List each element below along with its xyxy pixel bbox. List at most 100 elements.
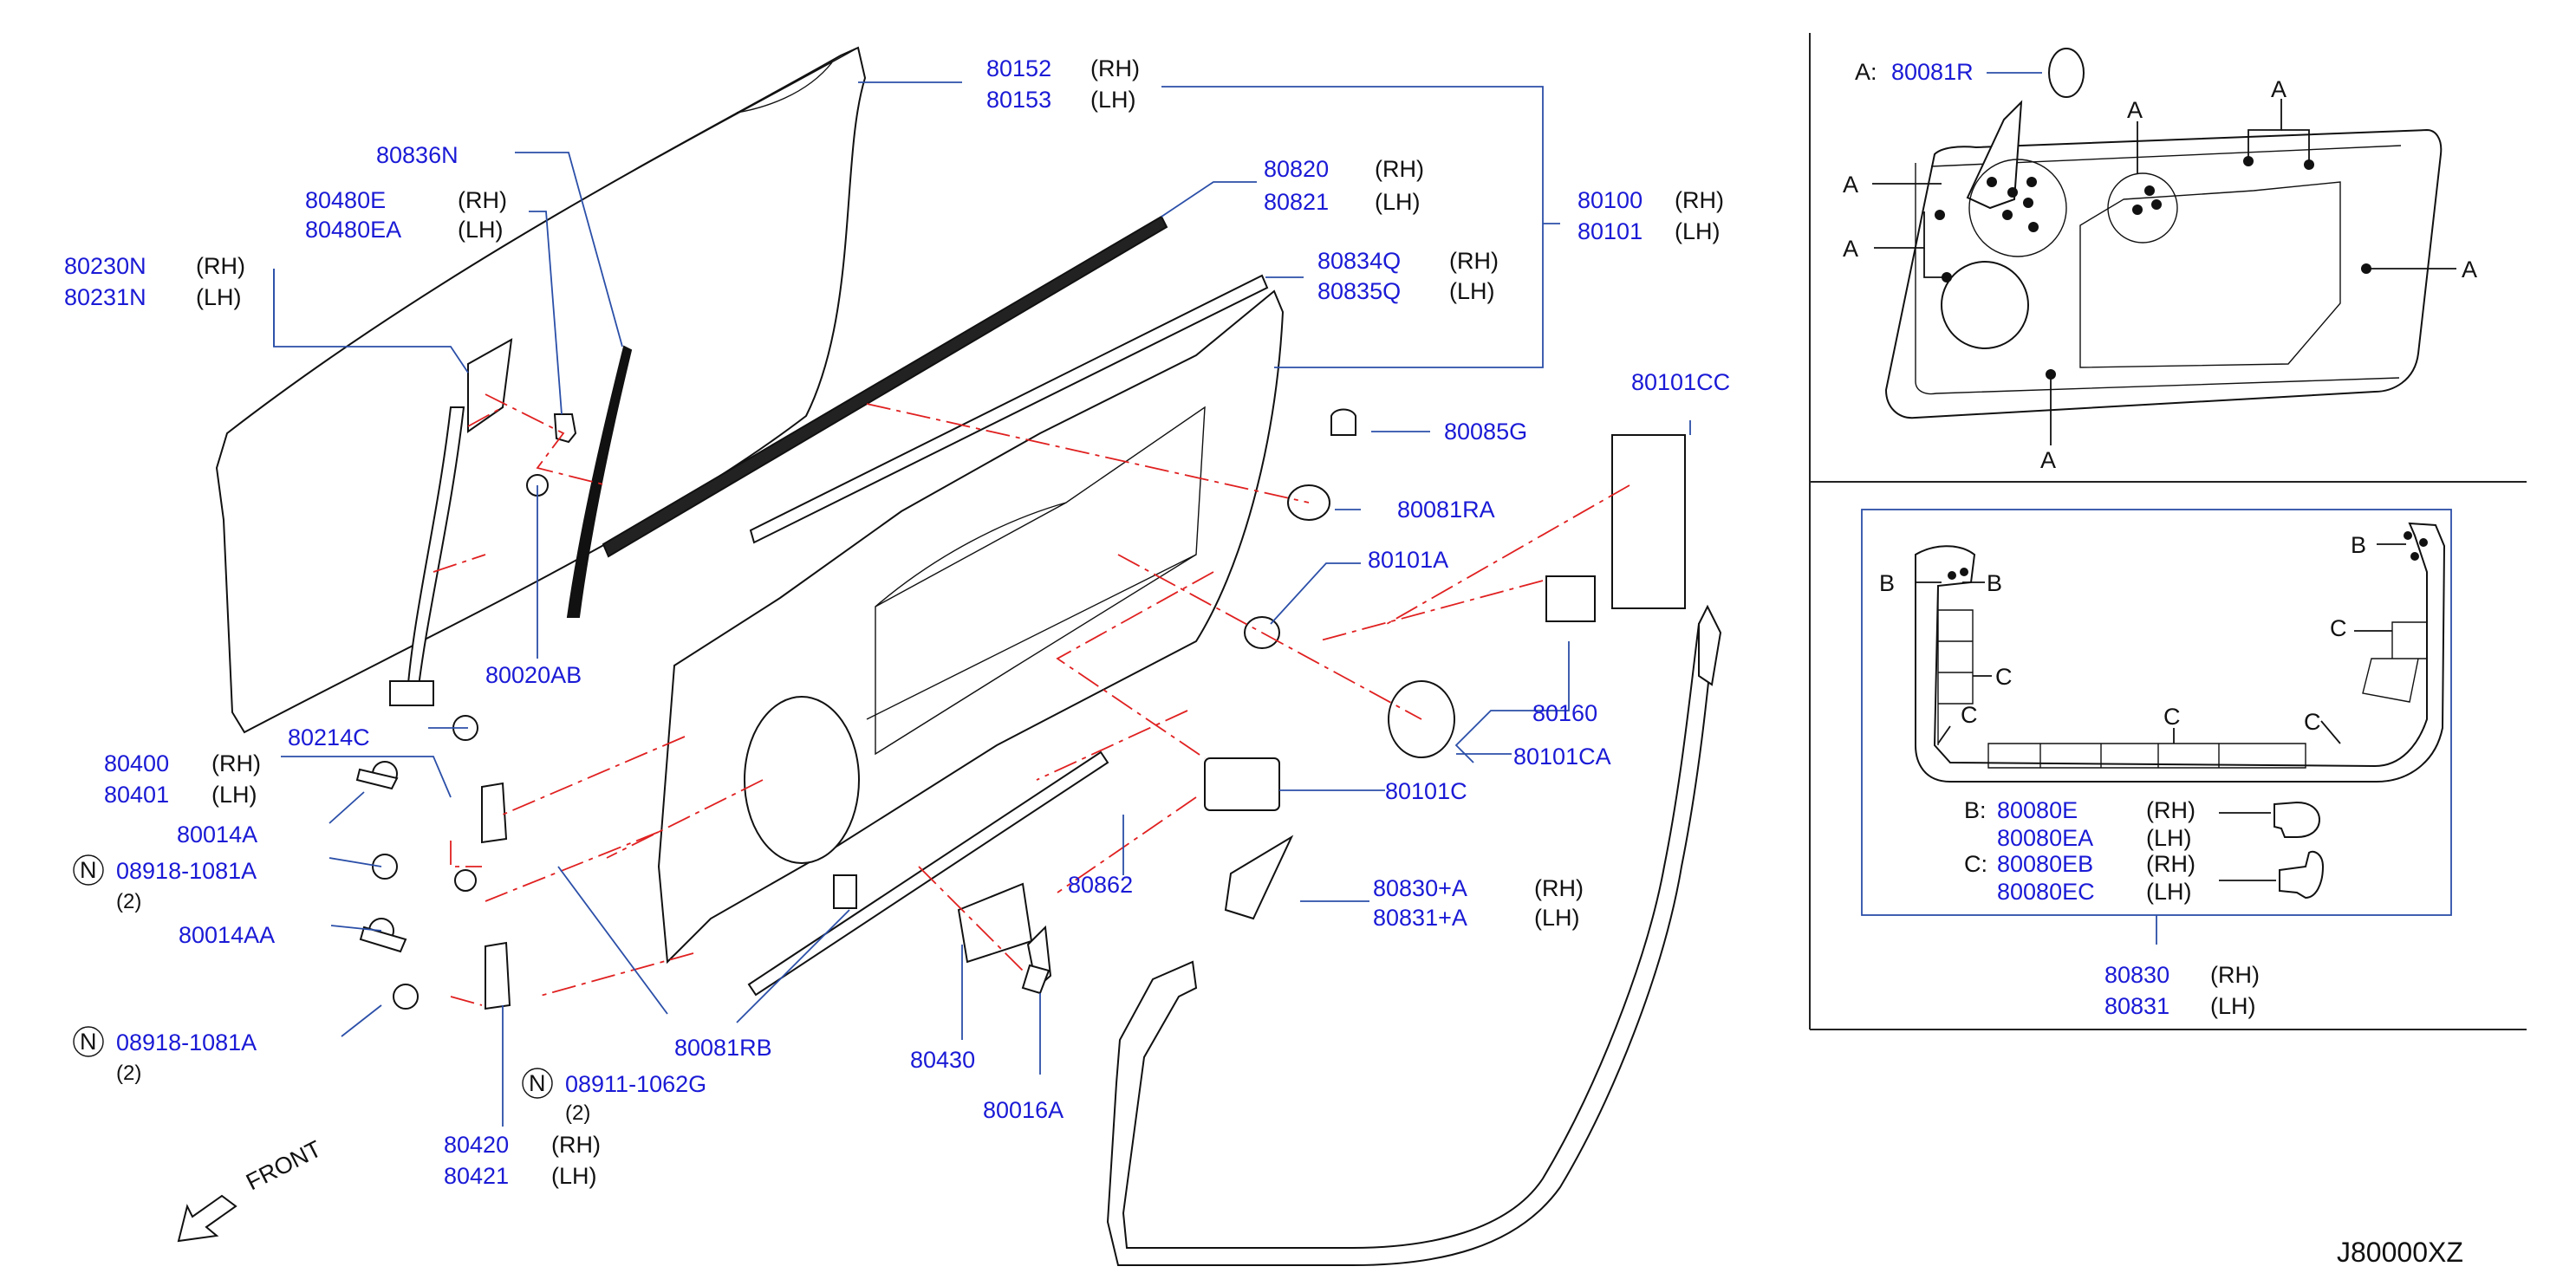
nut-symbol-3-letter: N [529, 1070, 546, 1096]
callout-80831[interactable]: 80831 [2104, 993, 2169, 1019]
side-rh: (RH) [196, 253, 245, 279]
callout-80400[interactable]: 80400 [104, 750, 169, 776]
side-lh: (LH) [196, 284, 242, 310]
side-lh: (LH) [1449, 278, 1495, 304]
qty-2: (2) [116, 1062, 141, 1085]
leader-lines [273, 81, 1691, 1127]
side-rh: (RH) [2210, 962, 2260, 988]
callout-80831A[interactable]: 80831+A [1373, 905, 1467, 931]
clip-c-icon [2279, 850, 2325, 900]
inset-c-marker: C [2163, 704, 2181, 730]
callout-80014AA[interactable]: 80014AA [179, 922, 275, 948]
callout-80153[interactable]: 80153 [986, 87, 1051, 113]
callout-80420[interactable]: 80420 [444, 1132, 509, 1158]
callout-80830A[interactable]: 80830+A [1373, 875, 1467, 901]
inset-a-dots [1935, 156, 2371, 380]
callout-80101C[interactable]: 80101C [1385, 778, 1467, 804]
callout-80231N[interactable]: 80231N [64, 284, 146, 310]
inset-b-marker: B [2351, 532, 2366, 558]
inset-a: A: 80081R A A [1843, 48, 2477, 473]
callout-80101CC[interactable]: 80101CC [1631, 369, 1730, 395]
side-lh: (LH) [551, 1163, 597, 1189]
callout-80480EA[interactable]: 80480EA [305, 217, 401, 243]
callout-08911-1062G[interactable]: 08911-1062G [565, 1071, 706, 1097]
callout-80016A[interactable]: 80016A [983, 1097, 1064, 1123]
side-lh: (LH) [1375, 189, 1421, 215]
callout-80160[interactable]: 80160 [1532, 700, 1597, 726]
door-inner-panel [657, 289, 1285, 964]
callout-80835Q[interactable]: 80835Q [1317, 278, 1401, 304]
callout-80080EC[interactable]: 80080EC [1997, 879, 2095, 905]
callout-80080E[interactable]: 80080E [1997, 797, 2078, 823]
callout-80085G[interactable]: 80085G [1444, 419, 1527, 445]
alignment-lines [433, 393, 1630, 1006]
inset-c-key: C: [1964, 851, 1987, 877]
callout-80820[interactable]: 80820 [1264, 156, 1329, 182]
callout-80081RA[interactable]: 80081RA [1397, 497, 1495, 523]
side-lh: (LH) [2146, 825, 2192, 851]
callout-80020AB[interactable]: 80020AB [485, 662, 582, 688]
side-rh: (RH) [211, 750, 261, 776]
small-parts [355, 408, 1686, 1010]
side-lh: (LH) [211, 782, 257, 808]
side-rh: (RH) [1534, 875, 1584, 901]
callout-80080EB[interactable]: 80080EB [1997, 851, 2093, 877]
callouts: 80152 (RH) 80153 (LH) 80836N 80480E (RH)… [64, 55, 1730, 1189]
callout-80080EA[interactable]: 80080EA [1997, 825, 2093, 851]
inset-c-marker: C [1961, 702, 1978, 728]
plug-80081R-icon [2048, 48, 2085, 98]
callout-80230N[interactable]: 80230N [64, 253, 146, 279]
inset-bc: B B B C C C C C B: 80080E (RH) 80080EA (… [1879, 522, 2446, 1019]
inset-a-part[interactable]: 80081R [1891, 59, 1974, 85]
inset-a-marker: A [2271, 76, 2287, 102]
callout-80152[interactable]: 80152 [986, 55, 1051, 81]
callout-80421[interactable]: 80421 [444, 1163, 509, 1189]
side-rh: (RH) [1090, 55, 1140, 81]
side-lh: (LH) [1675, 218, 1721, 244]
diagram-code: J80000XZ [2337, 1237, 2463, 1268]
door-weatherstrip [1106, 604, 1722, 1266]
inset-b-marker: B [1987, 570, 2002, 596]
side-lh: (LH) [1534, 905, 1580, 931]
callout-80821[interactable]: 80821 [1264, 189, 1329, 215]
callout-80834Q[interactable]: 80834Q [1317, 248, 1401, 274]
callout-80430[interactable]: 80430 [910, 1047, 975, 1073]
callout-80836N[interactable]: 80836N [376, 142, 459, 168]
side-rh: (RH) [1375, 156, 1424, 182]
qty-1: (2) [116, 890, 141, 913]
inset-c-marker: C [1995, 664, 2013, 690]
inset-a-marker: A [1843, 172, 1858, 198]
callout-80401[interactable]: 80401 [104, 782, 169, 808]
inset-b-key: B: [1964, 797, 1987, 823]
nut-symbol-2-letter: N [80, 1029, 97, 1055]
callout-80830[interactable]: 80830 [2104, 962, 2169, 988]
callout-80862[interactable]: 80862 [1068, 872, 1133, 898]
front-label: FRONT [242, 1135, 325, 1195]
inset-a-key: A: [1855, 59, 1877, 85]
callout-80101[interactable]: 80101 [1577, 218, 1643, 244]
inset-bc-dots [1948, 531, 2428, 580]
side-rh: (RH) [1449, 248, 1499, 274]
callout-80014A[interactable]: 80014A [177, 822, 257, 848]
side-lh: (LH) [1090, 87, 1136, 113]
inset-a-leaders [1872, 99, 2456, 445]
callout-80101A[interactable]: 80101A [1368, 547, 1448, 573]
nut-symbol-1-letter: N [80, 857, 97, 883]
callout-08918-1081A-upper[interactable]: 08918-1081A [116, 858, 257, 884]
callout-80081RB[interactable]: 80081RB [674, 1035, 772, 1061]
inset-a-marker: A [2127, 97, 2143, 123]
side-lh: (LH) [2210, 993, 2256, 1019]
qty-3: (2) [565, 1101, 590, 1125]
side-lh: (LH) [458, 217, 504, 243]
callout-08918-1081A-lower[interactable]: 08918-1081A [116, 1029, 257, 1055]
nut-symbol-1 [73, 854, 104, 886]
side-lh: (LH) [2146, 879, 2192, 905]
clip-b-icon [2274, 801, 2321, 838]
callout-80100[interactable]: 80100 [1577, 187, 1643, 213]
callout-80480E[interactable]: 80480E [305, 187, 386, 213]
callout-80214C[interactable]: 80214C [288, 724, 370, 750]
nut-symbol-3 [522, 1068, 553, 1099]
side-rh: (RH) [551, 1132, 601, 1158]
callout-80101CA[interactable]: 80101CA [1513, 744, 1611, 770]
